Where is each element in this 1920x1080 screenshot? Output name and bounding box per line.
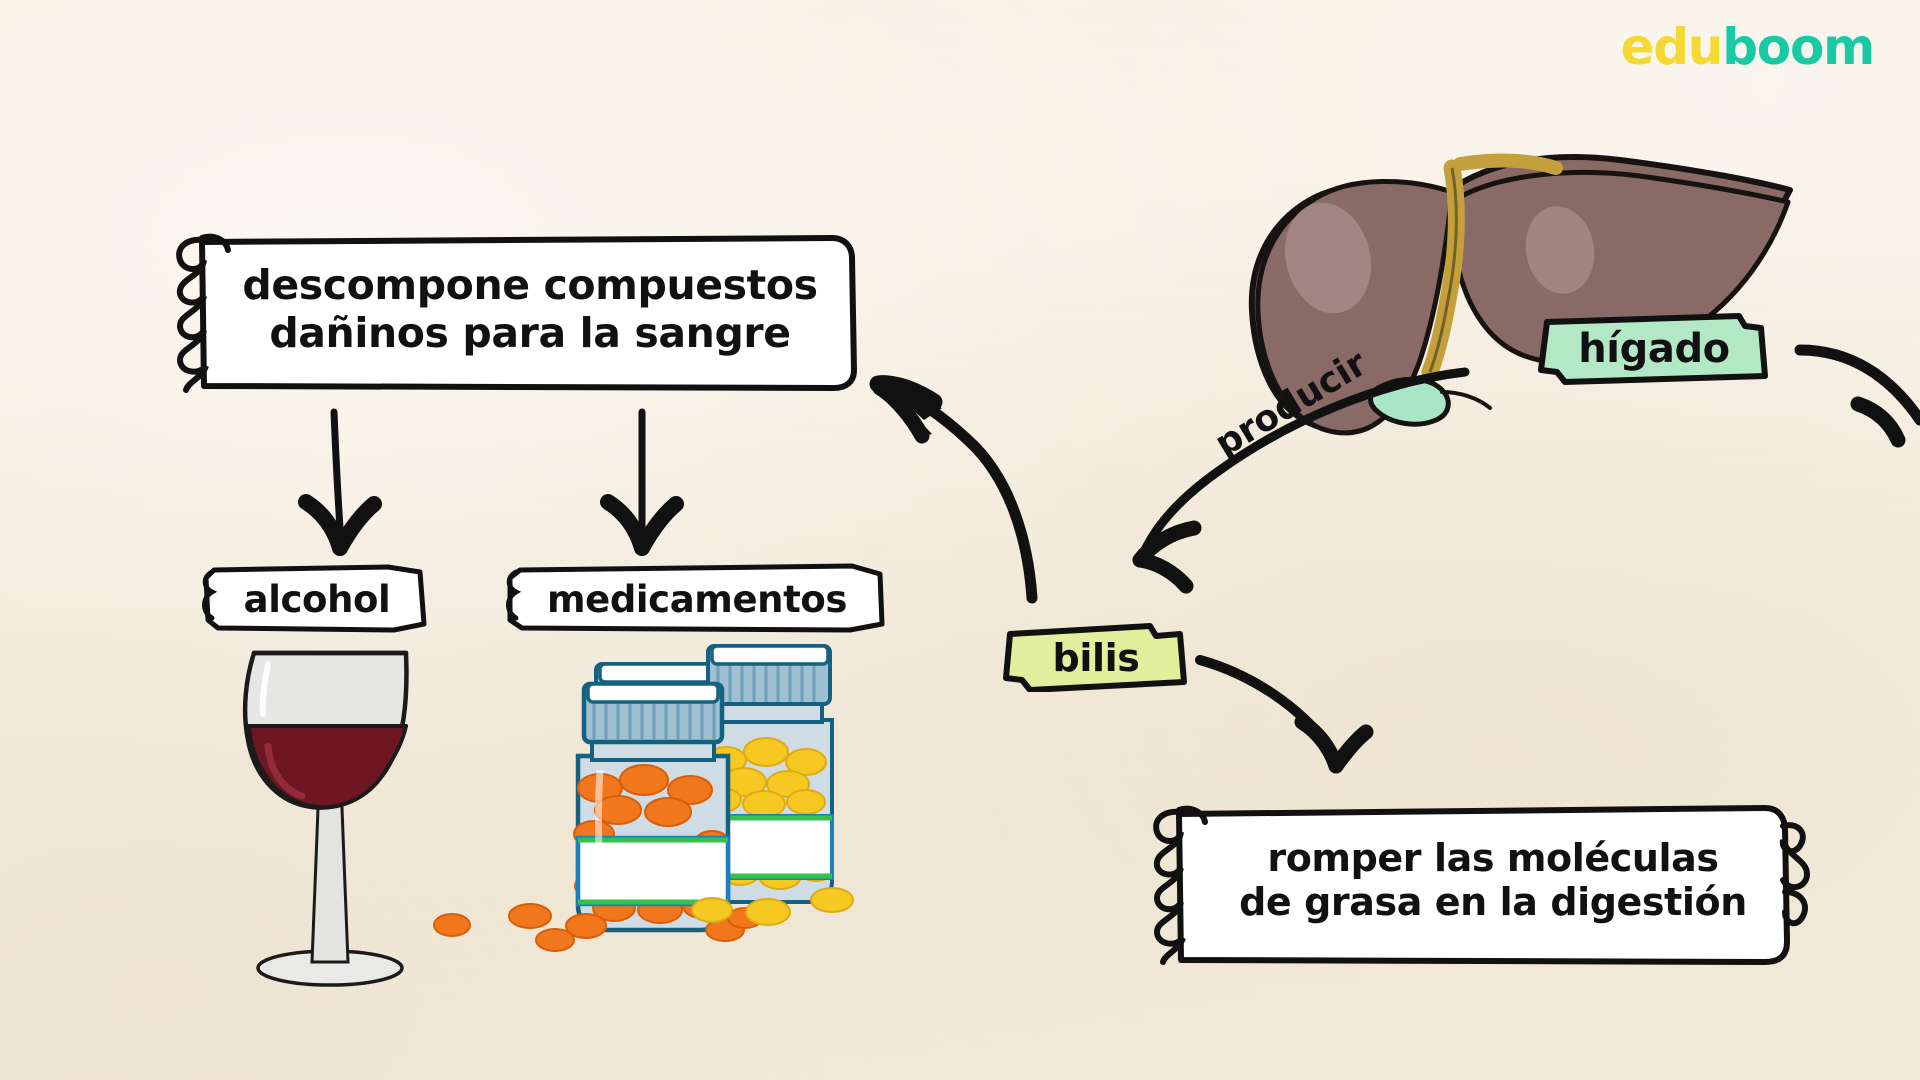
- badge-bilis-text: bilis: [1052, 636, 1140, 680]
- badge-higado-text: hígado: [1578, 326, 1730, 372]
- label-box-alcohol-text: alcohol: [243, 578, 391, 621]
- pill-bottles-illustration: [433, 644, 854, 952]
- arrow-descompone-to-medicamentos: [600, 408, 684, 556]
- text-line-1: romper las moléculas: [1267, 836, 1719, 880]
- badge-bilis[interactable]: bilis: [1000, 620, 1190, 692]
- wine-glass-illustration: [242, 650, 409, 987]
- label-box-medicamentos-text: medicamentos: [546, 578, 848, 621]
- text-line-1: descompone compuestos: [242, 261, 818, 309]
- eduboom-logo: eduboom: [1620, 18, 1876, 76]
- logo-part-boom: boom: [1722, 18, 1875, 76]
- badge-higado[interactable]: hígado: [1533, 310, 1771, 386]
- arrow-higado-to-offscreen-right: [1794, 344, 1920, 448]
- label-box-alcohol[interactable]: alcohol: [198, 562, 430, 634]
- note-box-descompone-text: descompone compuestos dañinos para la sa…: [168, 228, 858, 357]
- arrow-higado-to-bilis: [1132, 367, 1470, 594]
- text-line-2: de grasa en la digestión: [1239, 880, 1747, 925]
- arrow-bilis-to-descompone: [869, 375, 1038, 604]
- note-box-romper-text: romper las moléculas de grasa en la dige…: [1145, 800, 1815, 924]
- arrow-descompone-to-alcohol: [298, 408, 382, 556]
- note-box-descompone[interactable]: descompone compuestos dañinos para la sa…: [168, 228, 858, 393]
- label-box-medicamentos[interactable]: medicamentos: [500, 562, 888, 634]
- arrow-bilis-to-romper: [1195, 655, 1374, 774]
- note-box-romper[interactable]: romper las moléculas de grasa en la dige…: [1145, 800, 1815, 970]
- text-line-2: dañinos para la sangre: [269, 308, 791, 357]
- logo-part-edu: edu: [1620, 18, 1724, 76]
